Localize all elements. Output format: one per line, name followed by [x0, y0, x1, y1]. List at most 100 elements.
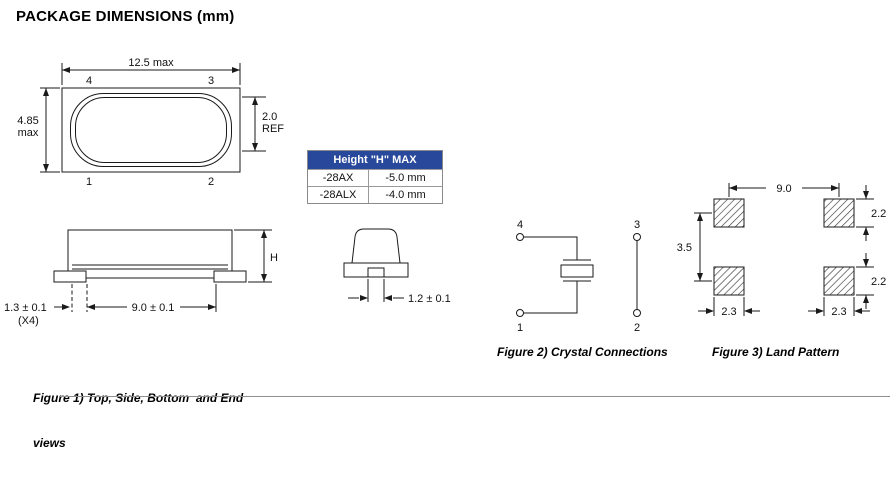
dim-label-pad-height-top: 2.2	[871, 208, 886, 220]
arrowhead	[863, 227, 869, 235]
side-base-seam-lines	[72, 264, 228, 270]
dim-label-body-length: 12.5 max	[128, 57, 174, 69]
dim-label-pad-height-bottom: 2.2	[871, 276, 886, 288]
dim-label-vertical-pitch: 3.5	[677, 242, 692, 254]
schematic-pin-label-1: 1	[517, 322, 523, 334]
arrowhead	[816, 308, 824, 314]
arrowhead	[360, 295, 368, 301]
end-dome-outline	[351, 228, 401, 264]
pad-projection-dashed-lines	[71, 284, 88, 312]
height-table-header: Height "H" MAX	[308, 151, 442, 169]
side-pad-left	[53, 270, 87, 283]
dim-label-castellation-count: (X4)	[18, 315, 39, 327]
height-dimension-lines	[40, 87, 60, 173]
arrowhead	[43, 164, 49, 172]
land-pad-top-left	[713, 198, 745, 228]
pad-extension-lines	[367, 279, 385, 302]
table-row: -28ALX -4.0 mm	[308, 186, 442, 203]
pin-label-3: 3	[208, 75, 214, 87]
wire-pin4-to-crystal	[523, 236, 578, 260]
side-body-outline	[67, 229, 233, 279]
pad-width-right-dimension-lines	[808, 297, 870, 316]
arrowhead	[252, 143, 258, 151]
arrowhead	[729, 185, 737, 191]
arrowhead	[252, 97, 258, 105]
table-row: -28AX -5.0 mm	[308, 169, 442, 186]
land-pattern-drawing: 9.0 2.2 2.2 3.5 2.3 2.3	[677, 183, 886, 318]
figure2-caption: Figure 2) Crystal Connections	[497, 345, 668, 359]
table-cell-part-suffix: -28ALX	[308, 186, 369, 203]
dim-label-pad-span: 9.0 ± 0.1	[132, 302, 175, 314]
arrowhead	[697, 213, 703, 221]
table-cell-height-value: -4.0 mm	[369, 186, 442, 203]
arrowhead	[43, 88, 49, 96]
package-drawings: 12.5 max 4 3 1 2 4.85 max 2.0 REF	[4, 57, 886, 334]
h-dimension-lines	[234, 229, 272, 283]
package-obround-outer	[70, 93, 232, 167]
arrowhead	[863, 295, 869, 303]
page-title: PACKAGE DIMENSIONS (mm)	[16, 8, 235, 25]
schematic-pin-label-2: 2	[634, 322, 640, 334]
dim-label-pad-span: 9.0	[776, 183, 791, 195]
pin-terminal-2	[633, 309, 641, 317]
side-view-drawing: 9.0 ± 0.1 1.3 ± 0.1 (X4) H	[4, 229, 278, 327]
pin-label-1: 1	[86, 176, 92, 188]
dim-label-ref-value: 2.0	[262, 111, 277, 123]
schematic-pin-label-4: 4	[517, 219, 523, 231]
arrowhead	[232, 67, 240, 73]
length-dimension-lines	[61, 63, 241, 85]
end-base-outline	[343, 262, 409, 278]
dim-label-body-width-value: 4.85	[17, 115, 38, 127]
page-footer-rule	[60, 396, 890, 397]
dim-label-body-width-max: max	[18, 127, 39, 139]
arrowhead	[208, 304, 216, 310]
dim-label-pad-width-right: 2.3	[831, 306, 846, 318]
arrowhead	[697, 273, 703, 281]
land-pad-top-right	[823, 198, 855, 228]
wire-crystal-to-pin1	[523, 281, 578, 314]
figure1-caption-line2: views	[33, 436, 66, 450]
end-center-pad	[367, 267, 385, 278]
datasheet-page: PACKAGE DIMENSIONS (mm) 12.5 max 4 3 1 2…	[4, 8, 890, 450]
pad-height-top-dimension-lines	[856, 185, 874, 241]
schematic-pin-label-3: 3	[634, 219, 640, 231]
arrowhead	[261, 230, 267, 238]
pin-label-2: 2	[208, 176, 214, 188]
dim-label-height-h: H	[270, 252, 278, 264]
land-pad-bottom-left	[713, 266, 745, 296]
crystal-symbol	[560, 264, 594, 278]
land-pad-bottom-right	[823, 266, 855, 296]
arrowhead	[831, 185, 839, 191]
end-view-drawing: 1.2 ± 0.1	[343, 228, 451, 305]
arrowhead	[744, 308, 752, 314]
pin-terminal-4	[516, 233, 524, 241]
arrowhead	[62, 67, 70, 73]
arrowhead	[62, 304, 70, 310]
package-body-outline	[61, 87, 241, 173]
arrowhead	[854, 308, 862, 314]
figure1-caption: Figure 1) Top, Side, Bottom and End view…	[33, 361, 243, 481]
pin-label-4: 4	[86, 75, 92, 87]
side-pad-right	[213, 270, 247, 283]
ref-dimension-lines	[242, 96, 266, 152]
arrowhead	[261, 274, 267, 282]
dim-label-pad-width: 1.2 ± 0.1	[408, 293, 451, 305]
table-cell-part-suffix: -28AX	[308, 169, 369, 186]
span-dimension-lines	[728, 183, 840, 197]
arrowhead	[87, 304, 95, 310]
dim-label-ref-text: REF	[262, 123, 284, 135]
pad-height-bottom-dimension-lines	[856, 253, 874, 309]
dim-label-pad-width-left: 2.3	[721, 306, 736, 318]
figure1-caption-line1: Figure 1) Top, Side, Bottom and End	[33, 391, 244, 405]
top-view-drawing: 12.5 max 4 3 1 2 4.85 max 2.0 REF	[17, 57, 284, 188]
vertical-pitch-dimension-lines	[694, 212, 712, 282]
height-max-table: Height "H" MAX -28AX -5.0 mm -28ALX -4.0…	[307, 150, 443, 204]
arrowhead	[863, 259, 869, 267]
pad-width-left-dimension-lines	[698, 297, 760, 316]
arrowhead	[863, 191, 869, 199]
arrowhead	[384, 295, 392, 301]
dim-label-castellation: 1.3 ± 0.1	[4, 302, 47, 314]
table-cell-height-value: -5.0 mm	[369, 169, 442, 186]
pin-terminal-1	[516, 309, 524, 317]
arrowhead	[706, 308, 714, 314]
